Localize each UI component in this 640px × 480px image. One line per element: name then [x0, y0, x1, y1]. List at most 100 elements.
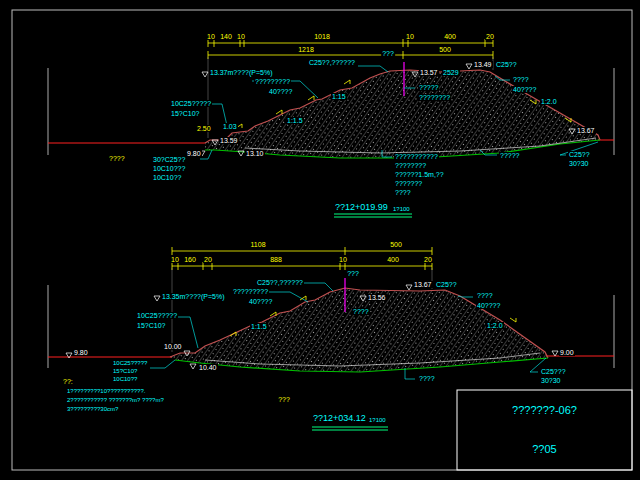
drawing-label: 10C10?? — [152, 174, 182, 181]
drawing-label: 13.35m????(P=5%) — [161, 293, 225, 300]
drawing-label: 40???? — [512, 86, 537, 93]
drawing-label: 500 — [389, 241, 403, 248]
title-text: ???????-06? — [512, 404, 577, 416]
drawing-label: C25?? — [568, 151, 591, 158]
drawing-label: 10 — [170, 256, 180, 263]
leader-lines — [150, 66, 598, 379]
drawing-label: 10C25????? — [170, 100, 212, 107]
drawing-label: 13.57 — [419, 69, 439, 76]
drawing-label: ??? — [381, 50, 395, 57]
geotextile-line — [205, 353, 540, 366]
drawing-label: 20 — [203, 256, 213, 263]
drawing-label: 400 — [386, 256, 400, 263]
drawing-label: 500 — [438, 46, 452, 53]
drawing-label: 9.80 — [73, 349, 89, 356]
drawing-label: ???? — [352, 308, 370, 315]
drawing-label: 40???? — [248, 298, 273, 305]
drawing-label: 40???? — [476, 302, 501, 309]
drawing-label: 15?C10? — [136, 322, 166, 329]
drawing-label: ??????? — [394, 180, 423, 187]
drawing-label: ???? — [418, 375, 436, 382]
drawing-label: 13.10 — [245, 150, 265, 157]
drawing-label: 10 — [338, 256, 348, 263]
drawing-label: 40???? — [268, 88, 293, 95]
drawing-label: 400 — [443, 33, 457, 40]
drawing-label: 1018 — [313, 33, 331, 40]
drawing-label: 1:1.5 — [250, 323, 268, 330]
drawing-label: 1218 — [297, 46, 315, 53]
drawing-label: 10.40 — [198, 364, 218, 371]
sheet-frame — [12, 10, 632, 470]
drawing-label: ????? — [418, 84, 439, 91]
drawing-label: ???????? — [418, 94, 451, 101]
drawing-label: 13.59 — [219, 137, 239, 144]
drawing-label: 30?30 — [540, 377, 561, 384]
drawing-label: 888 — [269, 256, 283, 263]
drawing-label: 2529 — [442, 69, 460, 76]
drawing-label: 30?C25?? — [152, 156, 186, 163]
drawing-label: 1:1.5 — [286, 117, 304, 124]
drawing-label: 15?C10? — [112, 368, 138, 374]
drawing-label: ???? — [108, 155, 126, 162]
drawing-label: 13.56 — [367, 294, 387, 301]
drawing-label: 140 — [219, 33, 233, 40]
drawing-label: 1?????????10???????????. — [66, 388, 146, 394]
drawing-label: ????????? — [232, 288, 269, 295]
slope-surface — [205, 70, 600, 143]
drawing-label: 10C10?? — [112, 376, 138, 382]
drawing-label: 13.67 — [413, 281, 433, 288]
drawing-label: C25??,?????? — [256, 279, 304, 286]
drawing-label: 1?100 — [368, 417, 387, 423]
drawing-label: ??????????? — [394, 153, 439, 160]
title-block-frame — [457, 390, 632, 470]
elevation-marks — [66, 64, 575, 369]
drawing-label: 3?????????30cm? — [66, 406, 119, 412]
title-text: ??05 — [532, 443, 556, 455]
title-block: ???????-06? ??05 — [458, 391, 631, 469]
drawing-label: ????? — [499, 152, 520, 159]
drawing-label: C25??? — [540, 368, 567, 375]
drawing-label: 13.49 — [473, 61, 493, 68]
drawing-label: ??????1.5m,?? — [394, 171, 445, 178]
drawing-label: 1.03 — [222, 123, 238, 130]
drawing-label: 1:2.0 — [540, 98, 558, 105]
drawing-label: ??12+034.12 — [312, 414, 367, 423]
drawing-label: 10.00 — [163, 343, 183, 350]
drawing-label: ???? — [512, 76, 530, 83]
drawing-label: 1:2.0 — [486, 322, 504, 329]
centerline — [345, 62, 404, 312]
drawing-label: 20 — [423, 256, 433, 263]
drawing-label: ????????? — [254, 78, 291, 85]
drawing-label: ??? — [346, 270, 360, 277]
drawing-label: ???? — [476, 292, 494, 299]
embankment-fill — [170, 288, 548, 372]
drawing-label: 10C25????? — [136, 312, 178, 319]
drawing-label: ???? — [394, 189, 412, 196]
drawing-label: 1108 — [249, 241, 266, 248]
drawing-label: ???????? — [394, 162, 427, 169]
drawing-label: 2.50 — [196, 125, 212, 132]
drawing-label: 9.80 — [186, 150, 202, 157]
drawing-label: 10C10??? — [152, 165, 186, 172]
drawing-label: 1:15 — [331, 93, 347, 100]
drawing-label: ??12+019.99 — [334, 203, 389, 212]
drawing-label: ??: — [62, 378, 74, 385]
drawing-label: 10 — [236, 33, 246, 40]
drawing-label: 10 — [206, 33, 216, 40]
title-underline — [312, 214, 412, 430]
drawing-label: ??? — [277, 396, 291, 403]
extension-lines — [172, 57, 493, 352]
slope-symbols — [230, 80, 571, 336]
drawing-label: 13.37m????(P=5%) — [209, 69, 273, 76]
drawing-label: 20 — [485, 33, 495, 40]
geotextile-line — [245, 138, 596, 153]
drawing-label: C25?? — [495, 61, 518, 68]
drawing-label: 13.67 — [576, 127, 596, 134]
drawing-label: 9.00 — [559, 349, 575, 356]
drawing-label: C25??,?????? — [308, 59, 356, 66]
drawing-label: 10C25????? — [112, 360, 148, 366]
drawing-label: 160 — [183, 256, 197, 263]
drawing-label: 1?100 — [392, 206, 411, 212]
slope-surface — [170, 288, 548, 358]
